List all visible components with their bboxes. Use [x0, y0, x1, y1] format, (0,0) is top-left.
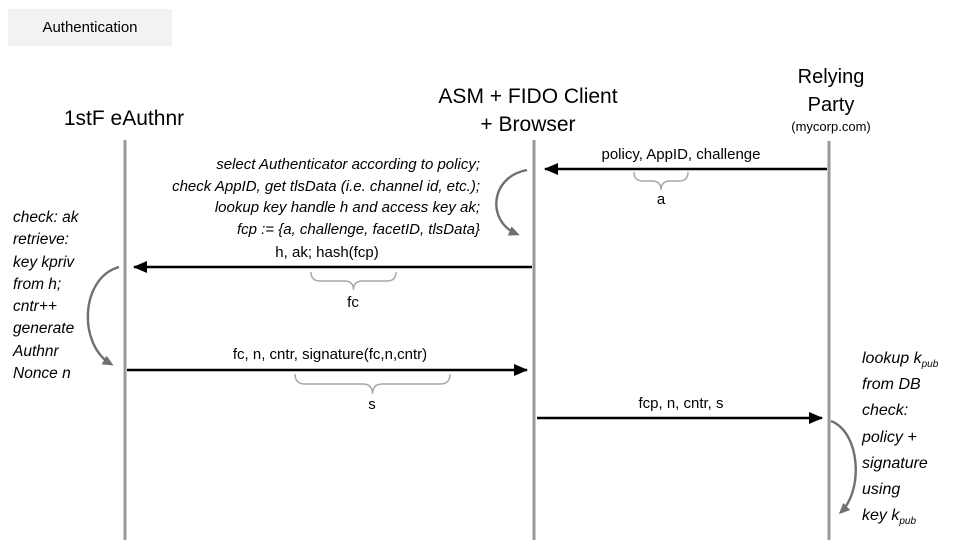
note-auth-line: check: ak	[13, 209, 79, 226]
message-label-h-ak-hash: h, ak; hash(fcp)	[275, 244, 379, 261]
note-client-line: check AppID, get tlsData (i.e. channel i…	[172, 177, 480, 195]
brace-label-a: a	[656, 191, 666, 208]
note-auth-line: from h;	[13, 275, 62, 293]
actor-authenticator-name: 1stF eAuthnr	[63, 107, 185, 130]
actor-authenticator-label: 1stF eAuthnr	[64, 105, 184, 133]
self-loop-relying-party-processing	[830, 419, 857, 515]
note-rp-line1-subscript: pub	[921, 359, 939, 371]
message-label-fcp-n-cntr-s: fcp, n, cntr, s	[638, 395, 724, 412]
actor-relying-party-domain: (mycorp.com)	[791, 119, 871, 134]
note-rp-line: from DB	[862, 376, 921, 394]
actor-relying-party-label: Relying Party (mycorp.com)	[791, 63, 870, 135]
message-label-signature: fc, n, cntr, signature(fc,n,cntr)	[232, 346, 428, 363]
note-auth-line: Authnr	[13, 342, 59, 360]
actor-relying-party-name-line1: Relying	[797, 66, 865, 88]
brace-label-s: s	[368, 396, 376, 413]
note-relying-party-processing: lookup kpub from DB check: policy + sign…	[862, 346, 938, 529]
note-rp-line7-subscript: pub	[899, 516, 917, 528]
note-rp-line: signature	[862, 454, 928, 472]
actor-client-label: ASM + FIDO Client + Browser	[438, 83, 617, 139]
brace-s	[294, 373, 451, 395]
actor-client-name-line1: ASM + FIDO Client	[438, 85, 618, 108]
note-auth-line: Nonce n	[13, 365, 71, 383]
actor-client-name-line2: + Browser	[480, 113, 576, 136]
note-rp-line: lookup kpub	[862, 346, 938, 372]
note-rp-line1-text: lookup k	[862, 350, 922, 367]
message-label-policy-appid-challenge: policy, AppID, challenge	[601, 146, 761, 163]
self-loop-client-processing	[495, 168, 528, 236]
note-rp-line: check:	[862, 402, 909, 420]
note-client-line: fcp := {a, challenge, facetID, tlsData}	[236, 220, 480, 238]
note-auth-line: generate	[13, 320, 75, 338]
brace-label-fc: fc	[347, 294, 359, 311]
note-auth-line: cntr++	[13, 298, 57, 316]
brace-fc	[310, 271, 397, 291]
note-client-line: lookup key handle h and access key ak;	[214, 199, 480, 216]
note-rp-line: using	[862, 481, 901, 499]
slide-title: Authentication	[8, 9, 172, 46]
note-auth-line: key kpriv	[13, 253, 75, 271]
note-client-line: select Authenticator according to policy…	[216, 156, 480, 173]
note-rp-line7-text: key k	[862, 507, 900, 525]
note-rp-line: policy +	[862, 428, 917, 446]
note-authenticator-processing: check: ak retrieve: key kpriv from h; cn…	[13, 207, 78, 385]
self-loop-authenticator-processing	[86, 265, 120, 366]
note-auth-line: retrieve:	[13, 231, 69, 249]
brace-a	[633, 171, 689, 191]
note-client-processing: select Authenticator according to policy…	[172, 154, 480, 240]
actor-relying-party-name-line2: Party	[807, 94, 855, 116]
note-rp-line: key kpub	[862, 503, 938, 529]
